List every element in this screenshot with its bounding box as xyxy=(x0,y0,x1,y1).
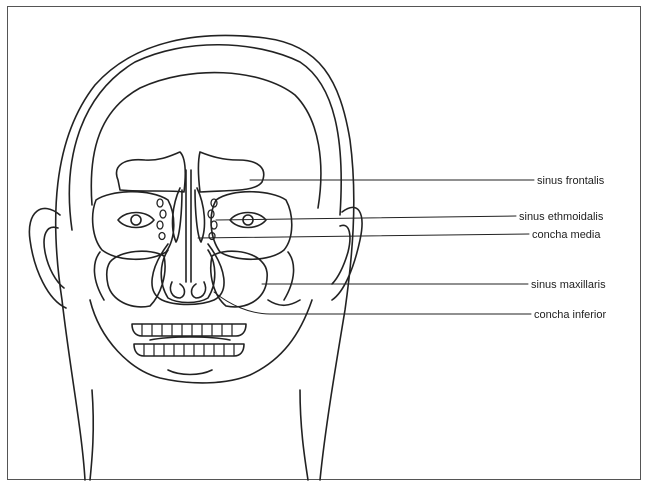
cheek-line-right xyxy=(284,252,294,300)
middle-concha-right xyxy=(195,188,204,242)
ethmoid-cells-left xyxy=(157,199,166,240)
inferior-concha-right xyxy=(192,282,206,298)
label-concha-media: concha media xyxy=(532,230,601,241)
upper-teeth-dividers xyxy=(142,324,232,336)
upper-teeth xyxy=(132,324,246,336)
jaw-outline xyxy=(90,300,312,383)
maxillary-sinus-right xyxy=(211,251,267,307)
label-sinus-ethmoidalis: sinus ethmoidalis xyxy=(519,212,603,223)
label-concha-inferior: concha inferior xyxy=(534,310,606,321)
label-sinus-frontalis: sinus frontalis xyxy=(537,176,604,187)
middle-concha-left xyxy=(173,188,182,242)
leader-concha-media xyxy=(198,234,529,238)
inferior-concha-left xyxy=(170,282,184,298)
neck-left xyxy=(90,390,93,480)
cheek-line-left xyxy=(94,252,104,300)
label-sinus-maxillaris: sinus maxillaris xyxy=(531,280,606,291)
chin-line xyxy=(168,370,212,375)
left-orbit xyxy=(93,192,174,260)
leader-lines xyxy=(198,180,534,314)
nasal-cavity xyxy=(161,250,215,303)
neck-right xyxy=(300,390,308,480)
left-pupil xyxy=(131,215,141,225)
mouth-line xyxy=(150,337,230,340)
forehead-line xyxy=(91,73,321,208)
lower-teeth xyxy=(134,344,244,356)
leader-sinus-ethmoidalis xyxy=(216,216,516,220)
head-outline xyxy=(56,35,354,480)
frontal-sinus-right xyxy=(199,152,264,192)
right-ear-inner xyxy=(332,225,350,284)
frontal-sinus xyxy=(117,152,186,192)
left-ear-inner xyxy=(44,227,64,288)
right-orbit xyxy=(211,192,292,260)
lower-teeth-dividers xyxy=(144,344,234,356)
